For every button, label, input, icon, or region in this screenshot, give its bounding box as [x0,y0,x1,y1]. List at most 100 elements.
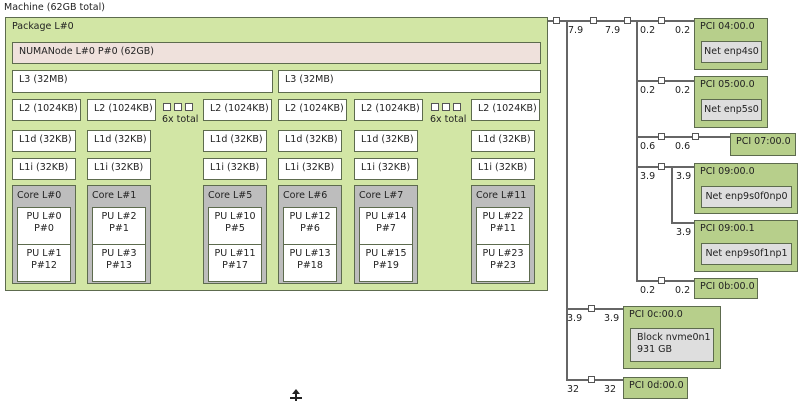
connector-line [636,20,638,281]
l1i-cache: L1i (32KB) [354,158,418,180]
pu-physical: P#0 [34,223,54,234]
bandwidth-label: 0.2 [675,85,691,96]
core-label: Core L#11 [476,190,527,201]
pci-bridge-icon [658,133,665,140]
pu-label: PU L#2 [101,211,137,222]
pu-physical: P#12 [31,260,57,271]
bandwidth-label: 0.2 [675,285,691,296]
l2-cache: L2 (1024KB) [12,99,81,121]
pci-device-label: PCI 05:00.0 [700,79,755,90]
pu-label: PU L#22 [482,211,524,222]
bandwidth-label: 0.2 [640,285,656,296]
pci-bridge-icon [553,17,560,24]
move-cursor-icon [289,389,303,404]
pci-device-label: PCI 07:00.0 [736,136,791,147]
collapsed-count-label: 6x total [430,114,467,125]
core-label: Core L#6 [283,190,328,201]
connector-line [548,20,694,22]
pu-label: PU L#10 [214,211,256,222]
pci-device-label: PCI 09:00.0 [700,166,755,177]
bandwidth-label: 0.2 [640,25,656,36]
l1d-cache: L1d (32KB) [12,130,76,152]
l2-cache: L2 (1024KB) [87,99,156,121]
pu-label: PU L#0 [26,211,62,222]
pu-physical: P#23 [490,260,516,271]
l2-cache: L2 (1024KB) [471,99,540,121]
net-device-box: Net enp4s0 [701,41,762,63]
net-device-box: Net enp9s0f1np1 [701,243,792,265]
collapsed-object-icon [174,103,182,111]
pu-physical: P#18 [297,260,323,271]
pci-device-box [694,278,758,299]
core-label: Core L#7 [359,190,404,201]
pci-bridge-icon [658,163,665,170]
core-label: Core L#1 [92,190,137,201]
numa-node: NUMANode L#0 P#0 (62GB) [12,42,541,64]
block-device-size: 931 GB [637,344,673,355]
connector-line [636,20,694,22]
collapsed-object-icon [453,103,461,111]
connector-line [636,166,694,168]
collapsed-object-icon [442,103,450,111]
collapsed-object-icon [185,103,193,111]
bandwidth-label: 0.6 [675,141,691,152]
pci-bridge-icon [590,17,597,24]
pu-label: PU L#3 [101,248,137,259]
bandwidth-label: 32 [567,384,580,395]
l1d-cache: L1d (32KB) [354,130,418,152]
bandwidth-label: 7.9 [605,25,621,36]
l1i-cache: L1i (32KB) [471,158,535,180]
l2-cache: L2 (1024KB) [203,99,272,121]
net-device-box: Net enp9s0f0np0 [701,186,792,208]
pu-physical: P#1 [109,223,129,234]
connector-line [566,20,568,380]
pci-device-box [730,133,796,156]
block-device-name: Block nvme0n1 [637,332,711,343]
l1d-cache: L1d (32KB) [278,130,342,152]
connector-line [671,222,694,224]
connector-line [636,136,730,138]
pci-bridge-icon [658,17,665,24]
pu-physical: P#19 [373,260,399,271]
pu-label: PU L#14 [365,211,407,222]
pci-device-label: PCI 0c:00.0 [629,309,683,320]
bandwidth-label: 7.9 [568,25,584,36]
l1i-cache: L1i (32KB) [12,158,76,180]
pu-physical: P#13 [106,260,132,271]
pu-label: PU L#12 [289,211,331,222]
pci-device-box [623,377,688,399]
pu-physical: P#11 [490,223,516,234]
bandwidth-label: 0.2 [675,25,691,36]
pci-device-label: PCI 04:00.0 [700,21,755,32]
pu-label: PU L#11 [214,248,256,259]
pu-label: PU L#15 [365,248,407,259]
l1d-cache: L1d (32KB) [203,130,267,152]
core-label: Core L#0 [17,190,62,201]
pu-label: PU L#1 [26,248,62,259]
collapsed-object-icon [431,103,439,111]
pci-device-label: PCI 0b:00.0 [700,281,755,292]
bandwidth-label: 3.9 [640,171,656,182]
l1i-cache: L1i (32KB) [203,158,267,180]
l3-cache: L3 (32MB) [12,70,273,93]
pci-bridge-icon [658,77,665,84]
pci-device-label: PCI 0d:00.0 [629,380,684,391]
pu-physical: P#5 [225,223,245,234]
bandwidth-label: 32 [604,384,617,395]
l2-cache: L2 (1024KB) [354,99,423,121]
net-device-box: Net enp5s0 [701,99,762,121]
collapsed-object-icon [163,103,171,111]
pci-device-label: PCI 09:00.1 [700,223,755,234]
collapsed-count-label: 6x total [162,114,199,125]
